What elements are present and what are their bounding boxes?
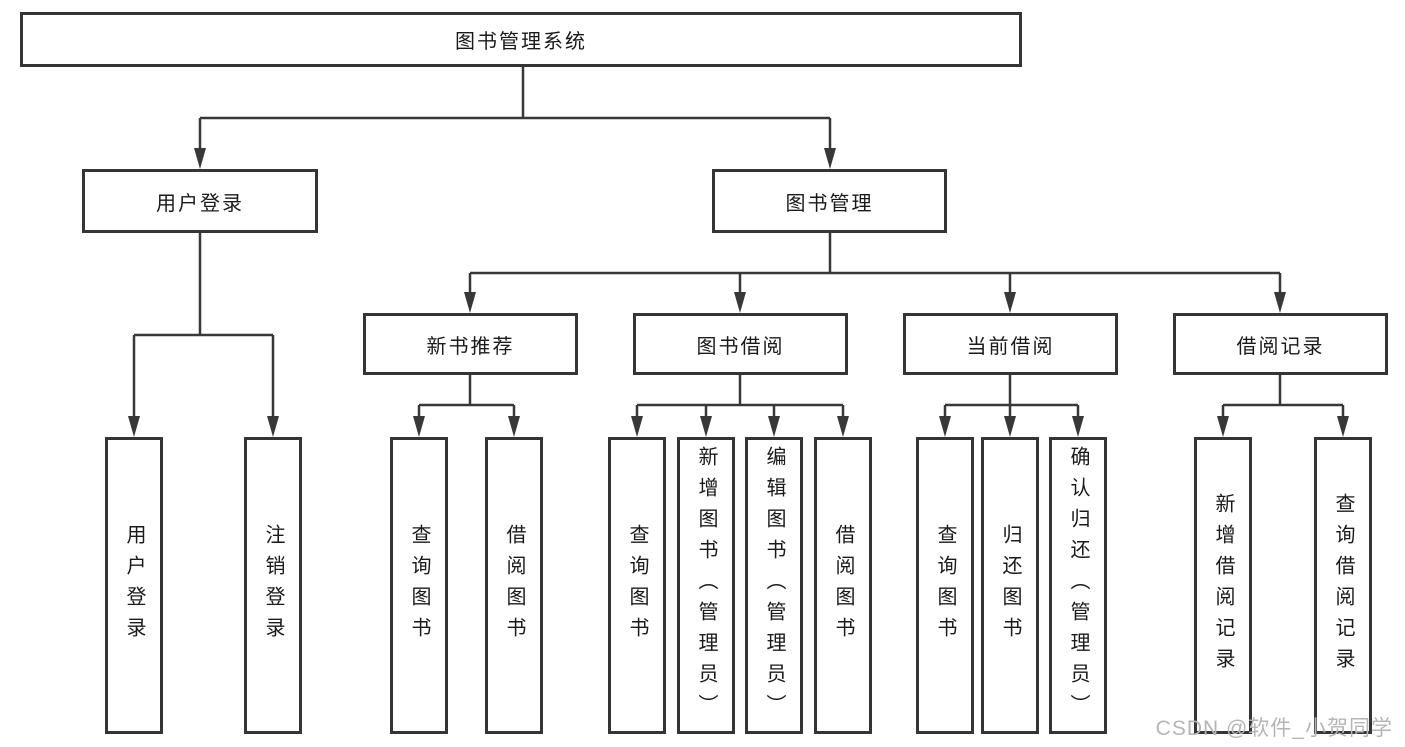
leaf-edit-books-admin-label: 编辑图书（管理员）: [763, 446, 785, 725]
node-book-borrow-label: 图书借阅: [696, 335, 785, 358]
csdn-watermark: CSDN @软件_小贺同学: [1155, 717, 1393, 740]
tree-branch-lines: [132, 67, 1345, 420]
arrowhead-icon: [837, 416, 849, 437]
arrowhead-icon: [267, 416, 279, 437]
arrowhead-icon: [1004, 292, 1016, 313]
arrowhead-icon: [824, 148, 836, 169]
arrowhead-icon: [768, 416, 780, 437]
leaf-user-login-label: 用户登录: [123, 523, 145, 648]
node-current-borrow: 当前借阅: [903, 313, 1118, 375]
leaf-user-login: 用户登录: [105, 437, 163, 734]
leaf-query-borrow-record-label: 查询借阅记录: [1332, 492, 1354, 679]
leaf-edit-books-admin: 编辑图书（管理员）: [745, 437, 803, 734]
leaf-borrow-books: 借阅图书: [814, 437, 872, 734]
arrowhead-icon: [464, 292, 476, 313]
arrowhead-icon: [734, 292, 746, 313]
leaf-add-books-admin: 新增图书（管理员）: [677, 437, 735, 734]
arrowhead-icon: [194, 148, 206, 169]
node-new-book-recommend: 新书推荐: [363, 313, 578, 375]
arrowhead-icon: [1217, 416, 1229, 437]
leaf-query-books-current: 查询图书: [916, 437, 974, 734]
leaf-borrow-books-recommend: 借阅图书: [485, 437, 543, 734]
node-root-label: 图书管理系统: [455, 31, 587, 53]
leaf-confirm-return-admin: 确认归还（管理员）: [1049, 437, 1107, 734]
arrowheads: [128, 148, 1349, 437]
node-root: 图书管理系统: [20, 12, 1022, 67]
leaf-query-books-recommend: 查询图书: [390, 437, 448, 734]
node-current-borrow-label: 当前借阅: [966, 335, 1055, 358]
arrowhead-icon: [700, 416, 712, 437]
node-user-login: 用户登录: [82, 169, 318, 233]
node-borrow-record: 借阅记录: [1173, 313, 1388, 375]
node-book-management-label: 图书管理: [785, 192, 874, 215]
leaf-confirm-return-admin-label: 确认归还（管理员）: [1067, 446, 1089, 725]
leaf-return-books-label: 归还图书: [999, 523, 1021, 648]
arrowhead-icon: [1072, 416, 1084, 437]
leaf-add-borrow-record: 新增借阅记录: [1194, 437, 1252, 734]
arrowhead-icon: [631, 416, 643, 437]
leaf-logout: 注销登录: [244, 437, 302, 734]
arrowhead-icon: [508, 416, 520, 437]
node-book-management: 图书管理: [712, 169, 947, 233]
leaf-add-books-admin-label: 新增图书（管理员）: [695, 446, 717, 725]
arrowhead-icon: [413, 416, 425, 437]
leaf-query-borrow-record: 查询借阅记录: [1314, 437, 1372, 734]
arrowhead-icon: [128, 416, 140, 437]
node-book-borrow: 图书借阅: [633, 313, 848, 375]
leaf-borrow-books-recommend-label: 借阅图书: [503, 523, 525, 648]
arrowhead-icon: [939, 416, 951, 437]
leaf-add-borrow-record-label: 新增借阅记录: [1212, 492, 1234, 679]
arrowhead-icon: [1337, 416, 1349, 437]
leaf-logout-label: 注销登录: [262, 523, 284, 648]
leaf-query-books-recommend-label: 查询图书: [408, 523, 430, 648]
node-borrow-record-label: 借阅记录: [1236, 335, 1325, 358]
arrowhead-icon: [1004, 416, 1016, 437]
node-new-book-recommend-label: 新书推荐: [426, 335, 515, 358]
leaf-query-books-current-label: 查询图书: [934, 523, 956, 648]
leaf-return-books: 归还图书: [981, 437, 1039, 734]
leaf-query-books-borrow-label: 查询图书: [626, 523, 648, 648]
leaf-query-books-borrow: 查询图书: [608, 437, 666, 734]
node-user-login-label: 用户登录: [156, 192, 244, 215]
arrowhead-icon: [1274, 292, 1286, 313]
leaf-borrow-books-label: 借阅图书: [832, 523, 854, 648]
